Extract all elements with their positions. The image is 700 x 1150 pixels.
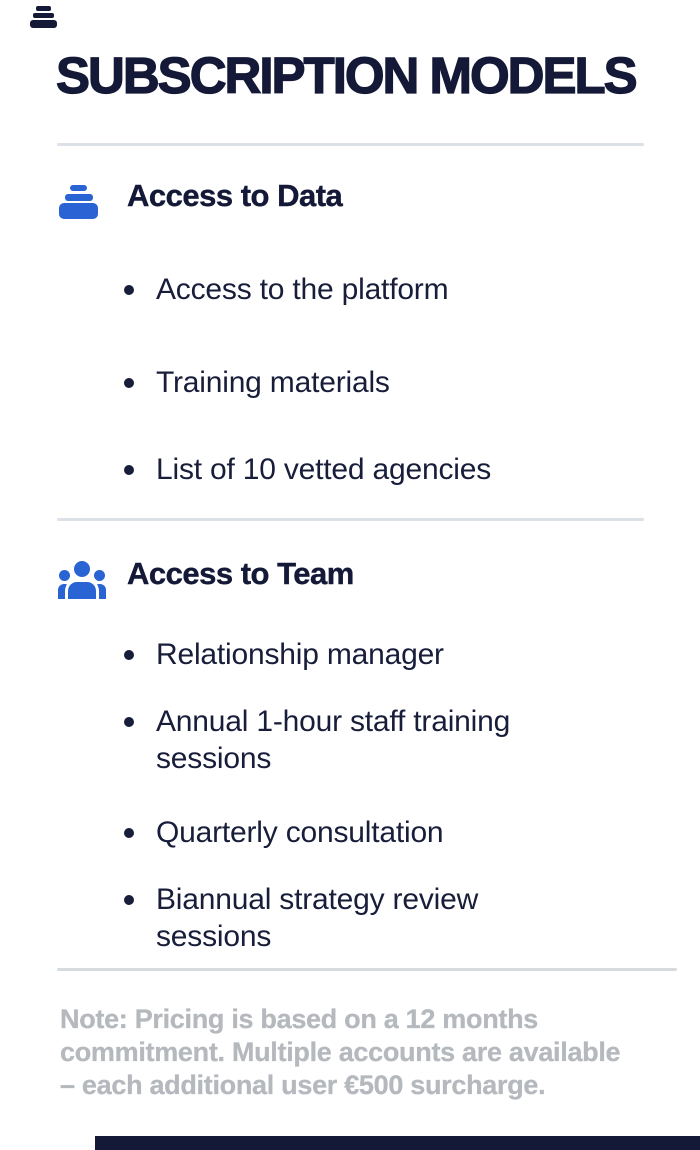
divider (57, 143, 644, 146)
bottom-bar (95, 1136, 700, 1150)
list-item-text: Training materials (156, 366, 390, 399)
bullet-dot (124, 895, 134, 905)
bullet-dot (124, 828, 134, 838)
list-item-text: Relationship manager (156, 638, 444, 671)
list-item: Biannual strategy review sessions (124, 881, 596, 955)
list-item: Training materials (124, 364, 596, 401)
list-item: Relationship manager (124, 636, 596, 673)
list-item: Quarterly consultation (124, 814, 596, 851)
bullet-dot (124, 465, 134, 475)
data-stack-icon (59, 185, 98, 219)
list-item-text: List of 10 vetted agencies (156, 453, 492, 486)
team-icon (58, 561, 106, 599)
list-item-text: Annual 1-hour staff training sessions (156, 705, 511, 775)
pricing-note-line: – each additional user €500 surcharge. (60, 1070, 546, 1100)
list-item: List of 10 vetted agencies (124, 451, 596, 488)
list-item: Access to the platform (124, 271, 596, 308)
pricing-note: Note: Pricing is based on a 12 months co… (60, 1003, 680, 1102)
list-item-text: Quarterly consultation (156, 816, 444, 849)
section-heading-access-to-team: Access to Team (127, 556, 355, 591)
stack-icon (30, 5, 57, 28)
bullet-dot (124, 650, 134, 660)
bullet-dot (124, 285, 134, 295)
pricing-note-line: Note: Pricing is based on a 12 months (60, 1004, 539, 1034)
list-item: Annual 1-hour staff training sessions (124, 703, 596, 777)
bullet-dot (124, 717, 134, 727)
divider (57, 518, 644, 521)
page-title: SUBSCRIPTION MODELS (55, 46, 638, 104)
pricing-note-line: commitment. Multiple accounts are availa… (60, 1037, 621, 1067)
list-item-text: Access to the platform (156, 273, 449, 306)
divider (57, 968, 677, 971)
section-heading-access-to-data: Access to Data (127, 178, 343, 213)
list-item-text: Biannual strategy review sessions (156, 883, 479, 953)
bullet-dot (124, 378, 134, 388)
